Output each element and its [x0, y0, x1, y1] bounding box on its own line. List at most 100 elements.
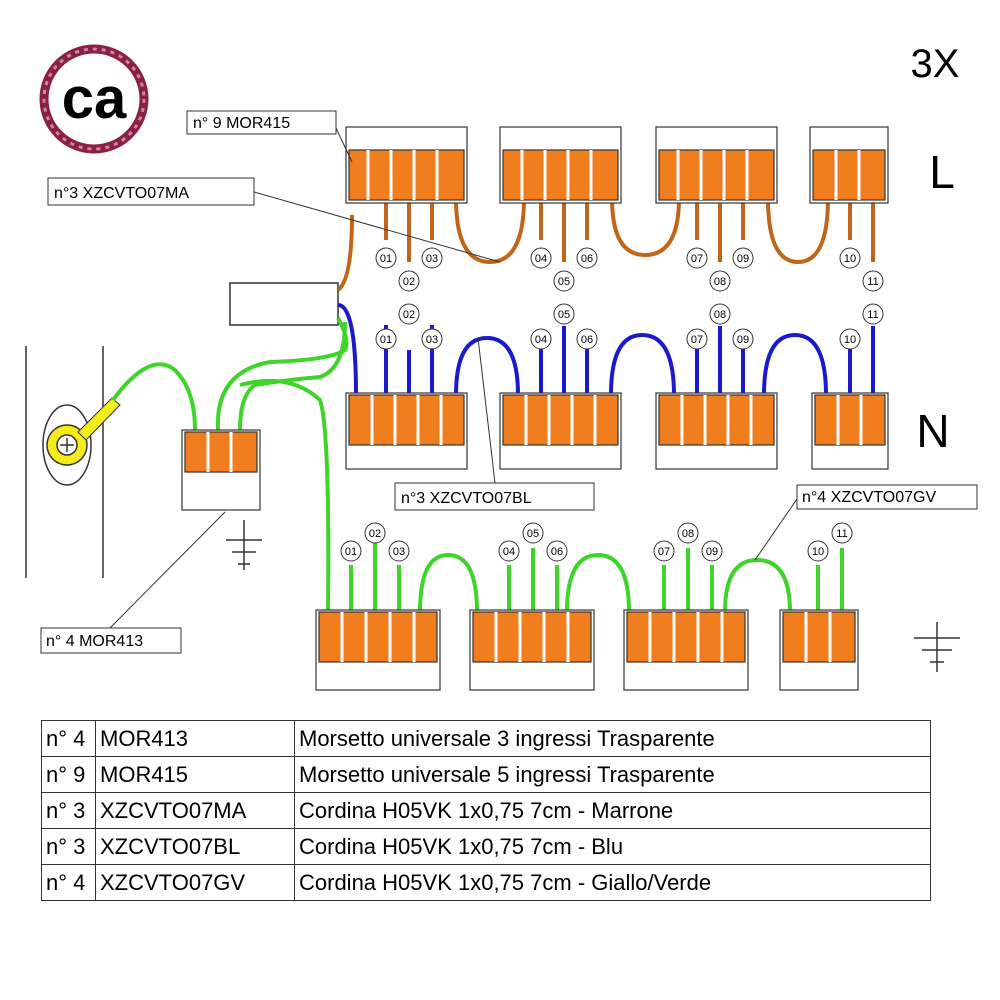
- connector-number: 10: [812, 546, 824, 558]
- connector-number: 05: [558, 309, 570, 321]
- green-wires: [111, 317, 844, 613]
- connector-number-marker: 01: [340, 540, 362, 562]
- callout-green-wire: n°4 XZCVTO07GV: [796, 484, 978, 510]
- connector-number-marker: 07: [686, 328, 708, 350]
- connector-number-marker: 09: [732, 328, 754, 350]
- connector-number-marker: 08: [709, 303, 731, 325]
- connector-number-marker: 07: [653, 540, 675, 562]
- connector-number: 06: [581, 334, 593, 346]
- connector-number: 08: [682, 528, 694, 540]
- description-cell: Morsetto universale 3 ingressi Trasparen…: [294, 720, 931, 757]
- qty-cell: n° 4: [41, 720, 96, 757]
- connector-number: 07: [691, 334, 703, 346]
- connector-number-marker: 02: [398, 303, 420, 325]
- table-row: n° 9 MOR415 Morsetto universale 5 ingres…: [41, 756, 931, 793]
- description-cell: Morsetto universale 5 ingressi Trasparen…: [294, 756, 931, 793]
- live-label: L: [929, 146, 955, 198]
- connector-number-marker: 11: [862, 303, 884, 325]
- connector-number: 02: [369, 528, 381, 540]
- callout-brown-wire: n°3 XZCVTO07MA: [47, 177, 255, 206]
- connector-number: 05: [527, 528, 539, 540]
- callout-green-text: n°4 XZCVTO07GV: [802, 489, 936, 506]
- connector-number-marker: 03: [421, 328, 443, 350]
- table-row: n° 3 XZCVTO07BL Cordina H05VK 1x0,75 7cm…: [41, 828, 931, 865]
- parts-table: n° 4 MOR413 Morsetto universale 3 ingres…: [41, 720, 931, 901]
- connector-number-marker: 06: [576, 247, 598, 269]
- connector-number-marker: 07: [686, 247, 708, 269]
- connector-number: 09: [737, 253, 749, 265]
- connector-number-marker: 08: [677, 522, 699, 544]
- connector-number: 02: [403, 276, 415, 288]
- code-cell: XZCVTO07GV: [95, 864, 295, 901]
- connector-number-marker: 01: [375, 328, 397, 350]
- connector-number-marker: 03: [388, 540, 410, 562]
- callout-blue-text: n°3 XZCVTO07BL: [401, 490, 532, 507]
- connector-number: 09: [706, 546, 718, 558]
- connector-number: 03: [426, 253, 438, 265]
- connector-number-marker: 10: [807, 540, 829, 562]
- callout-mor413-text: n° 4 MOR413: [46, 633, 143, 650]
- connector-number: 08: [714, 309, 726, 321]
- callout-mor415-text: n° 9 MOR415: [193, 115, 290, 132]
- connector-number-marker: 09: [732, 247, 754, 269]
- connector-number-marker: 10: [839, 247, 861, 269]
- connector-number-marker: 10: [839, 328, 861, 350]
- connector-number: 01: [380, 253, 392, 265]
- connector-number: 11: [867, 276, 878, 288]
- connector-number: 07: [691, 253, 703, 265]
- connector-number: 04: [535, 334, 547, 346]
- description-cell: Cordina H05VK 1x0,75 7cm - Giallo/Verde: [294, 864, 931, 901]
- code-cell: MOR413: [95, 720, 295, 757]
- connector-number: 11: [867, 309, 878, 321]
- connector-number-marker: 02: [364, 522, 386, 544]
- earth-symbol-icon: [914, 622, 960, 672]
- description-cell: Cordina H05VK 1x0,75 7cm - Marrone: [294, 792, 931, 829]
- connector-number-marker: 01: [375, 247, 397, 269]
- qty-cell: n° 3: [41, 792, 96, 829]
- callout-brown-text: n°3 XZCVTO07MA: [54, 185, 189, 202]
- qty-cell: n° 4: [41, 864, 96, 901]
- connector-number-marker: 11: [862, 270, 884, 292]
- code-cell: XZCVTO07MA: [95, 792, 295, 829]
- callout-mor413: n° 4 MOR413: [40, 627, 182, 654]
- connector-number-marker: 05: [553, 270, 575, 292]
- connector-number: 07: [658, 546, 670, 558]
- connector-number: 10: [844, 253, 856, 265]
- connector-number: 08: [714, 276, 726, 288]
- callout-blue-wire: n°3 XZCVTO07BL: [394, 482, 595, 511]
- leader-lines: [109, 127, 798, 629]
- connector-number-marker: 05: [553, 303, 575, 325]
- code-cell: MOR415: [95, 756, 295, 793]
- connector-number-marker: 02: [398, 270, 420, 292]
- callout-mor415: n° 9 MOR415: [186, 110, 337, 135]
- logo-text: ca: [62, 66, 127, 131]
- connector-number: 01: [380, 334, 392, 346]
- connector-number: 10: [844, 334, 856, 346]
- connector-number-marker: 09: [701, 540, 723, 562]
- connector-number-marker: 04: [530, 247, 552, 269]
- quantity-label: 3X: [911, 42, 960, 86]
- neutral-terminal-row: [345, 392, 889, 470]
- table-row: n° 4 MOR413 Morsetto universale 3 ingres…: [41, 720, 931, 757]
- neutral-label: N: [916, 405, 949, 457]
- connector-number: 02: [403, 309, 415, 321]
- connector-number-marker: 08: [709, 270, 731, 292]
- connector-number: 04: [535, 253, 547, 265]
- connector-number-marker: 05: [522, 522, 544, 544]
- earth-mount: [25, 346, 121, 578]
- table-row: n° 3 XZCVTO07MA Cordina H05VK 1x0,75 7cm…: [41, 792, 931, 829]
- connector-number-marker: 11: [831, 522, 853, 544]
- live-terminal-row: [345, 126, 889, 204]
- connector-number: 04: [503, 546, 515, 558]
- earth-symbol-icon: [226, 520, 262, 570]
- connector-number-marker: 03: [421, 247, 443, 269]
- connector-number: 11: [836, 528, 847, 540]
- connector-number: 06: [581, 253, 593, 265]
- connector-number: 05: [558, 276, 570, 288]
- connector-number-marker: 04: [498, 540, 520, 562]
- table-row: n° 4 XZCVTO07GV Cordina H05VK 1x0,75 7cm…: [41, 864, 931, 901]
- connector-number-marker: 04: [530, 328, 552, 350]
- brand-logo: ca: [39, 44, 149, 154]
- qty-cell: n° 9: [41, 756, 96, 793]
- connector-number: 03: [426, 334, 438, 346]
